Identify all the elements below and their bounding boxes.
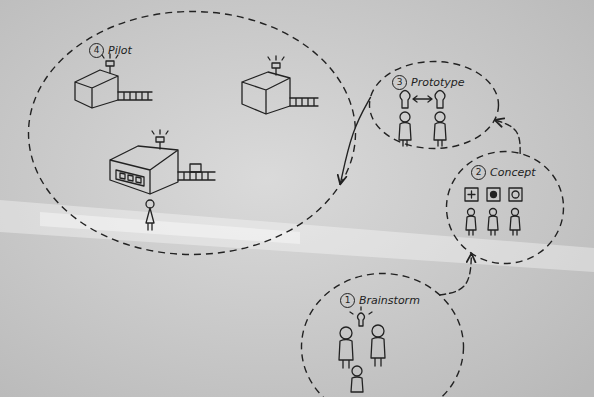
person-body [510, 216, 520, 235]
stage-name: Concept [490, 166, 536, 179]
dashed-outline [368, 60, 500, 150]
person-head [468, 209, 475, 216]
glare [0, 200, 594, 272]
flow-arrow [440, 253, 472, 295]
plus-symbol [468, 191, 475, 198]
exchange-arrow [413, 96, 432, 102]
idea-rays [350, 307, 372, 314]
person-body [488, 216, 498, 235]
dashed-outline [300, 272, 465, 397]
step-number: 1 [340, 293, 355, 308]
light-bulb [435, 91, 445, 109]
stage-region: 4 Pilot [27, 10, 357, 256]
person-head [490, 209, 497, 216]
sensor [102, 54, 118, 73]
stage-label: 4 Pilot [89, 42, 132, 58]
person-body [146, 208, 154, 230]
light-bulb [400, 91, 410, 109]
person-body [339, 340, 353, 369]
dashed-ellipse [370, 62, 499, 149]
step-number: 2 [471, 165, 486, 180]
conveyor [290, 98, 318, 106]
dashed-ellipse [447, 152, 564, 264]
glare [40, 212, 300, 244]
person-head [372, 325, 384, 337]
person-head [512, 209, 519, 216]
person-body [399, 123, 411, 147]
sensor [152, 130, 168, 149]
person-body [371, 338, 385, 367]
step-number: 3 [392, 75, 407, 90]
stage-region: 1 Brainstorm [300, 272, 465, 397]
person-head [400, 112, 410, 122]
parcel [190, 164, 201, 172]
dashed-ellipse [29, 12, 356, 255]
concept-card [509, 188, 522, 201]
person-head [352, 366, 362, 376]
person-head [435, 112, 445, 122]
person-body [351, 377, 363, 392]
concept-card [487, 188, 500, 201]
concept-drawing [465, 188, 522, 235]
stage-name: Brainstorm [359, 294, 420, 307]
stage-label: 3 Prototype [392, 74, 465, 90]
stage-name: Pilot [108, 44, 132, 57]
concept-card [465, 188, 478, 201]
stage-label: 2 Concept [471, 164, 536, 180]
stage-region: 3 Prototype [368, 60, 500, 150]
factory [75, 70, 118, 108]
stage-name: Prototype [411, 76, 465, 89]
factory [242, 72, 290, 114]
person-head [340, 327, 352, 339]
person-body [434, 123, 446, 147]
light-bulb [358, 313, 365, 326]
dot-symbol [491, 192, 497, 198]
flow-arrow [340, 97, 370, 184]
dashed-outline [27, 10, 357, 256]
ring-symbol [512, 191, 519, 198]
sensor [268, 56, 284, 75]
prototype-drawing [399, 91, 446, 147]
step-number: 4 [89, 43, 104, 58]
stage-label: 1 Brainstorm [340, 292, 420, 308]
brainstorm-drawing [339, 307, 385, 392]
conveyor [118, 92, 152, 100]
person-head [146, 200, 154, 208]
control-panel [116, 170, 144, 186]
factory [110, 146, 178, 194]
flow-arrow [495, 120, 521, 154]
stage-region: 2 Concept [445, 150, 565, 265]
conveyor [178, 172, 215, 180]
dashed-ellipse [302, 274, 464, 397]
person-body [466, 216, 476, 235]
pilot-drawing [75, 54, 318, 230]
